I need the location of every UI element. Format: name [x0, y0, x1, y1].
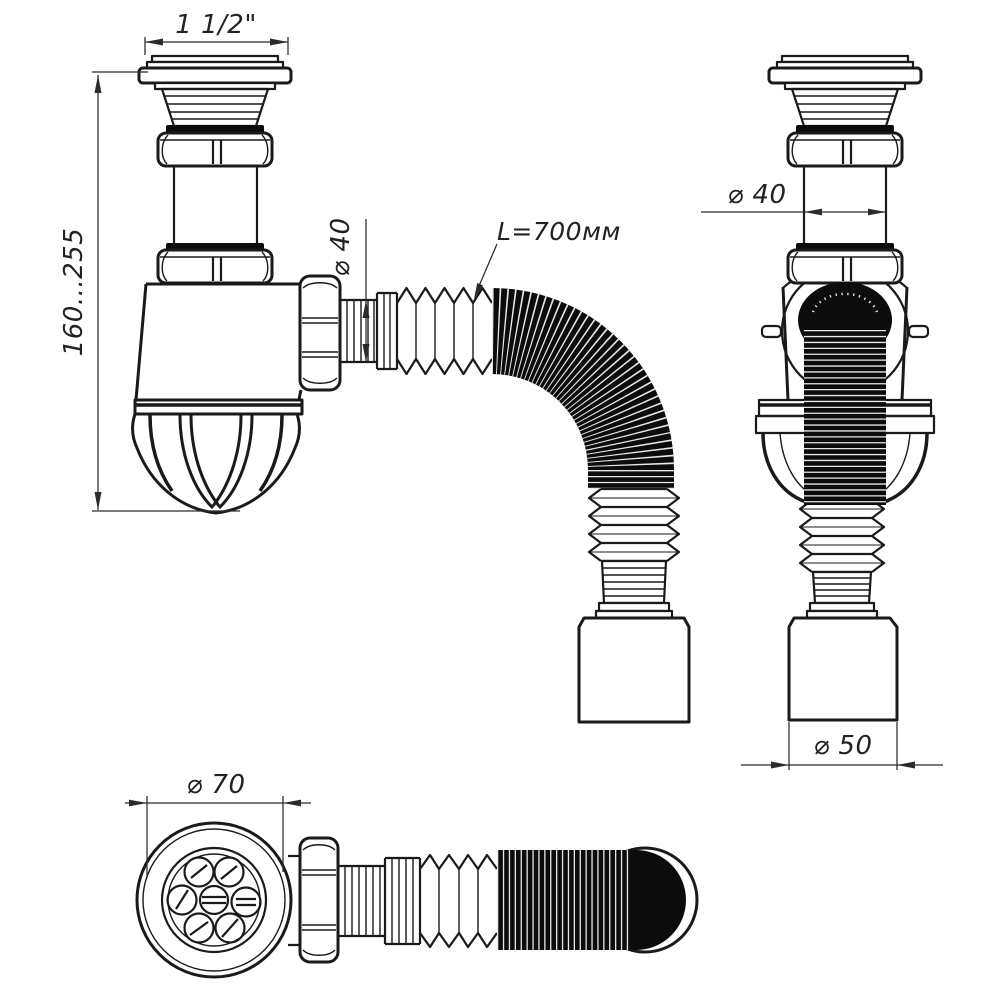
dim-label-flange-thread: 1 1/2" [175, 10, 257, 40]
hose-tail [594, 559, 674, 620]
inlet-pipe-front [802, 166, 888, 245]
dim-hose-length: L=700мм [474, 217, 621, 299]
hose-corrugation-start [396, 286, 493, 376]
dim-label-height-range: 160...255 [59, 228, 89, 357]
hose-end-cup [577, 616, 691, 724]
corrugated-hose-front [798, 282, 892, 505]
dim-height-range: 160...255 [59, 71, 240, 512]
coupling-nut-lower [156, 243, 274, 285]
coupling-nut-lower-front [786, 243, 904, 285]
hose-bellows [587, 487, 681, 563]
outlet-nut-top [298, 836, 340, 964]
coupling-nut-upper-front [786, 131, 904, 168]
dim-pipe-diameter-front: ⌀ 40 [701, 180, 886, 216]
corrugated-hose-bend [490, 288, 674, 489]
drain-grate [135, 821, 293, 979]
corrugated-hose-top [497, 850, 686, 950]
dim-grate-diameter: ⌀ 70 [125, 770, 311, 878]
hose-tail-front [805, 570, 879, 620]
hose-bellows-front [798, 498, 886, 574]
side-view [131, 54, 691, 724]
dim-cup-diameter: ⌀ 50 [741, 722, 943, 770]
trap-cup [131, 412, 301, 515]
front-view [754, 54, 936, 722]
dim-label-hose-length: L=700мм [497, 217, 621, 246]
dim-label-outlet-diameter: ⌀ 40 [326, 217, 356, 276]
outlet-nut [298, 274, 342, 392]
inlet-pipe [172, 166, 259, 245]
outlet-pipe [340, 291, 399, 371]
drain-flange-front [767, 54, 923, 133]
hose-end-cup-front [787, 616, 899, 722]
dim-flange-thread: 1 1/2" [144, 10, 289, 55]
dim-label-grate-diameter: ⌀ 70 [186, 770, 245, 800]
dim-outlet-diameter: ⌀ 40 [326, 217, 370, 362]
trap-body [133, 282, 304, 416]
dim-label-pipe-diameter-front: ⌀ 40 [727, 180, 786, 210]
dim-label-cup-diameter: ⌀ 50 [813, 731, 872, 761]
drain-flange [137, 54, 293, 133]
outlet-pipe-top [338, 853, 498, 949]
side-clips [760, 324, 930, 339]
top-view [135, 821, 699, 979]
coupling-nut-upper [156, 131, 274, 168]
